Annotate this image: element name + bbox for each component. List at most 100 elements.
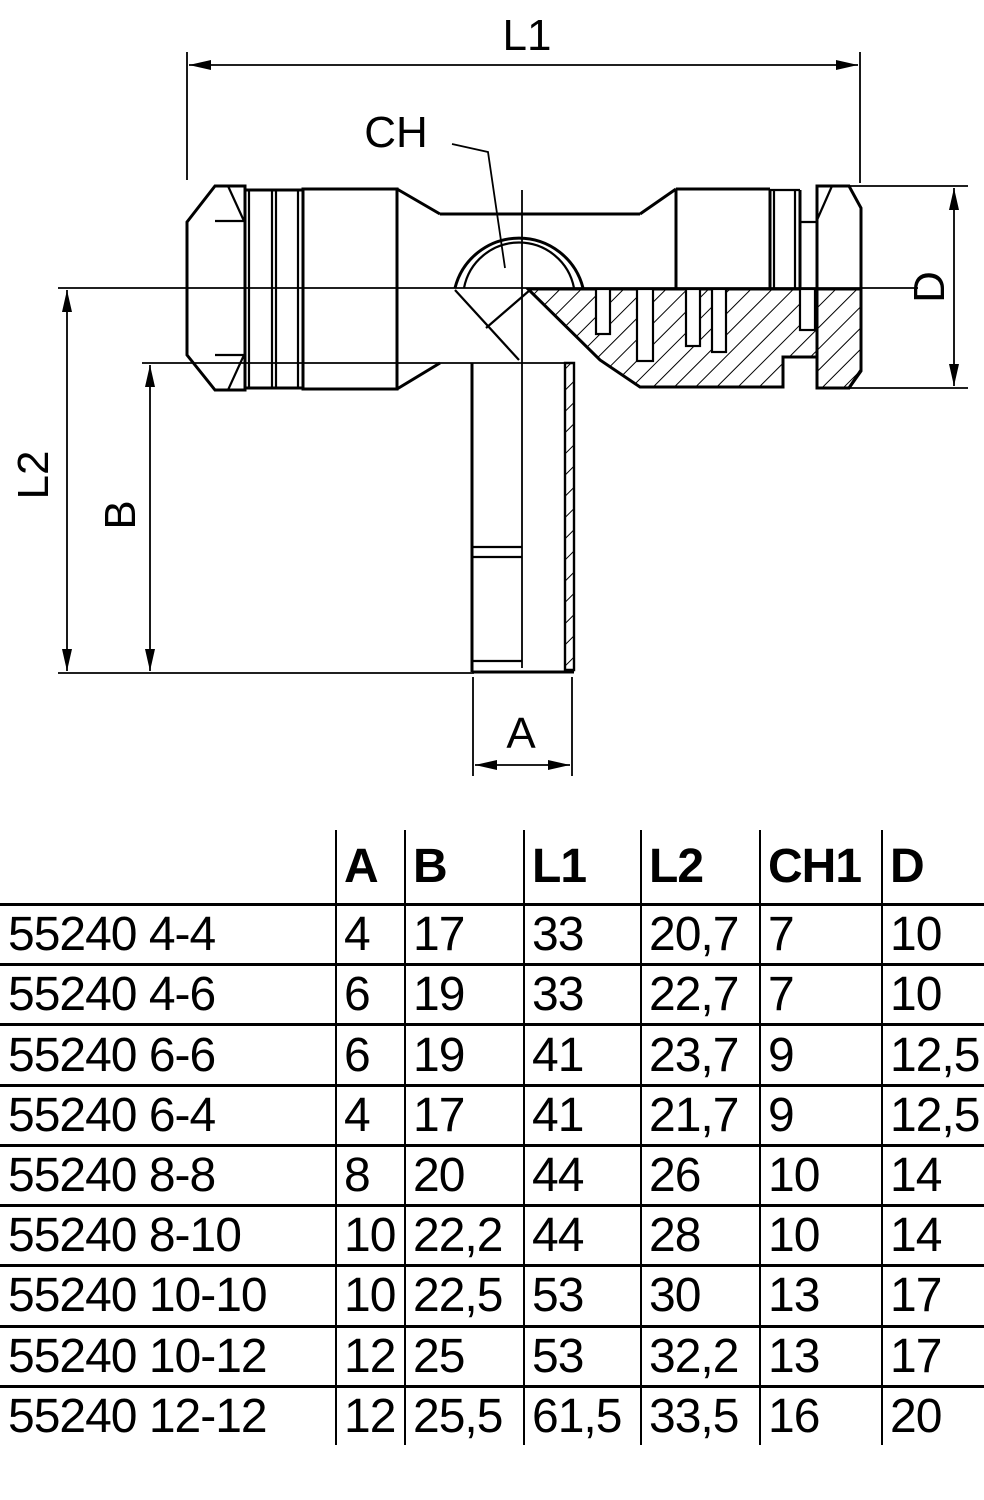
value-cell-b: 17: [404, 1086, 523, 1144]
stem-thread-section: [563, 361, 576, 672]
value-cell-l2: 28: [640, 1207, 759, 1265]
table-row: 55240 4-4 4 17 33 20,7 7 10: [0, 903, 984, 964]
value-cell-d: 17: [881, 1267, 984, 1325]
value-cell-d: 17: [881, 1327, 984, 1385]
value-cell-d: 14: [881, 1146, 984, 1205]
column-header-l1: L1: [523, 830, 640, 903]
value-cell-ch1: 9: [759, 1086, 881, 1144]
column-header-a: A: [335, 830, 404, 903]
value-cell-l2: 21,7: [640, 1086, 759, 1144]
table-row: 55240 10-10 10 22,5 53 30 13 17: [0, 1264, 984, 1325]
value-cell-d: 12,5: [881, 1026, 984, 1084]
column-header-l2: L2: [640, 830, 759, 903]
table-row: 55240 8-8 8 20 44 26 10 14: [0, 1143, 984, 1205]
value-cell-a: 4: [335, 906, 404, 964]
column-header-ch1: CH1: [759, 830, 881, 903]
collet-finger-slots: [594, 287, 817, 363]
reference-lines: [58, 52, 968, 776]
table-row: 55240 6-6 6 19 41 23,7 9 12,5: [0, 1023, 984, 1084]
value-cell-a: 10: [335, 1207, 404, 1265]
fitting-technical-drawing: L1 CH D L2 B A: [9, 11, 968, 776]
value-cell-l2: 20,7: [640, 906, 759, 964]
value-cell-ch1: 13: [759, 1327, 881, 1385]
dimension-labels: L1 CH D L2 B A: [9, 11, 954, 758]
dim-label-b: B: [96, 500, 145, 529]
part-number-cell: 55240 8-10: [8, 1209, 242, 1263]
value-cell-ch1: 7: [759, 966, 881, 1024]
dim-label-l1: L1: [503, 11, 552, 60]
table-row: 55240 12-12 12 25,5 61,5 33,5 16 20: [0, 1384, 984, 1445]
part-number-cell: 55240 8-8: [8, 1148, 216, 1202]
spec-table: A B L1 L2 CH1 D 55240 4-4 4 17 33 20,7 7…: [0, 830, 984, 1445]
ch-leader-line: [451, 143, 506, 269]
value-cell-a: 8: [335, 1146, 404, 1205]
value-cell-b: 20: [404, 1146, 523, 1205]
value-cell-d: 14: [881, 1207, 984, 1265]
dimension-arrowheads: [62, 60, 959, 770]
part-number-cell: 55240 10-12: [8, 1329, 268, 1383]
dim-label-d: D: [905, 271, 954, 303]
value-cell-ch1: 10: [759, 1146, 881, 1205]
value-cell-ch1: 13: [759, 1267, 881, 1325]
value-cell-ch1: 9: [759, 1026, 881, 1084]
dim-label-a: A: [506, 709, 536, 758]
value-cell-d: 20: [881, 1387, 984, 1445]
left-cartridge-body: [301, 187, 399, 391]
part-column-header: [0, 830, 335, 903]
fitting-outline: [185, 184, 863, 674]
value-cell-l2: 32,2: [640, 1327, 759, 1385]
value-cell-d: 10: [881, 966, 984, 1024]
value-cell-l1: 44: [523, 1146, 640, 1205]
value-cell-l2: 22,7: [640, 966, 759, 1024]
value-cell-ch1: 7: [759, 906, 881, 964]
value-cell-a: 10: [335, 1267, 404, 1325]
spec-table-header-row: A B L1 L2 CH1 D: [0, 830, 984, 903]
value-cell-b: 22,2: [404, 1207, 523, 1265]
value-cell-b: 25,5: [404, 1387, 523, 1445]
value-cell-a: 12: [335, 1327, 404, 1385]
value-cell-b: 17: [404, 906, 523, 964]
spec-table-body: 55240 4-4 4 17 33 20,7 7 10 55240 4-6 6 …: [0, 903, 984, 1445]
part-number-cell: 55240 6-6: [8, 1028, 216, 1082]
value-cell-a: 12: [335, 1387, 404, 1445]
part-number-cell: 55240 6-4: [8, 1088, 216, 1142]
column-header-b: B: [404, 830, 523, 903]
value-cell-l2: 33,5: [640, 1387, 759, 1445]
value-cell-a: 6: [335, 966, 404, 1024]
value-cell-l1: 41: [523, 1026, 640, 1084]
dim-label-l2: L2: [9, 451, 58, 500]
left-release-button: [185, 184, 247, 392]
internal-detail-lines: [215, 185, 834, 663]
hex-chamfer-arc: [453, 236, 585, 289]
value-cell-l1: 41: [523, 1086, 640, 1144]
value-cell-a: 4: [335, 1086, 404, 1144]
part-number-cell: 55240 10-10: [8, 1269, 268, 1323]
part-number-cell: 55240 12-12: [8, 1389, 268, 1443]
dim-label-ch: CH: [364, 108, 428, 157]
value-cell-b: 25: [404, 1327, 523, 1385]
value-cell-l1: 44: [523, 1207, 640, 1265]
table-row: 55240 8-10 10 22,2 44 28 10 14: [0, 1204, 984, 1265]
value-cell-l1: 53: [523, 1267, 640, 1325]
value-cell-l2: 30: [640, 1267, 759, 1325]
value-cell-l1: 33: [523, 966, 640, 1024]
value-cell-l2: 26: [640, 1146, 759, 1205]
table-row: 55240 4-6 6 19 33 22,7 7 10: [0, 963, 984, 1024]
value-cell-l1: 33: [523, 906, 640, 964]
value-cell-l1: 61,5: [523, 1387, 640, 1445]
value-cell-l1: 53: [523, 1327, 640, 1385]
section-hatching: [524, 287, 863, 672]
part-number-cell: 55240 4-6: [8, 968, 216, 1022]
value-cell-d: 12,5: [881, 1086, 984, 1144]
column-header-d: D: [881, 830, 984, 903]
value-cell-ch1: 16: [759, 1387, 881, 1445]
value-cell-ch1: 10: [759, 1207, 881, 1265]
part-number-cell: 55240 4-4: [8, 908, 216, 962]
value-cell-l2: 23,7: [640, 1026, 759, 1084]
table-row: 55240 10-12 12 25 53 32,2 13 17: [0, 1324, 984, 1385]
value-cell-a: 6: [335, 1026, 404, 1084]
value-cell-b: 22,5: [404, 1267, 523, 1325]
fitting-drawing-svg: L1 CH D L2 B A: [9, 11, 968, 776]
value-cell-b: 19: [404, 1026, 523, 1084]
value-cell-d: 10: [881, 906, 984, 964]
